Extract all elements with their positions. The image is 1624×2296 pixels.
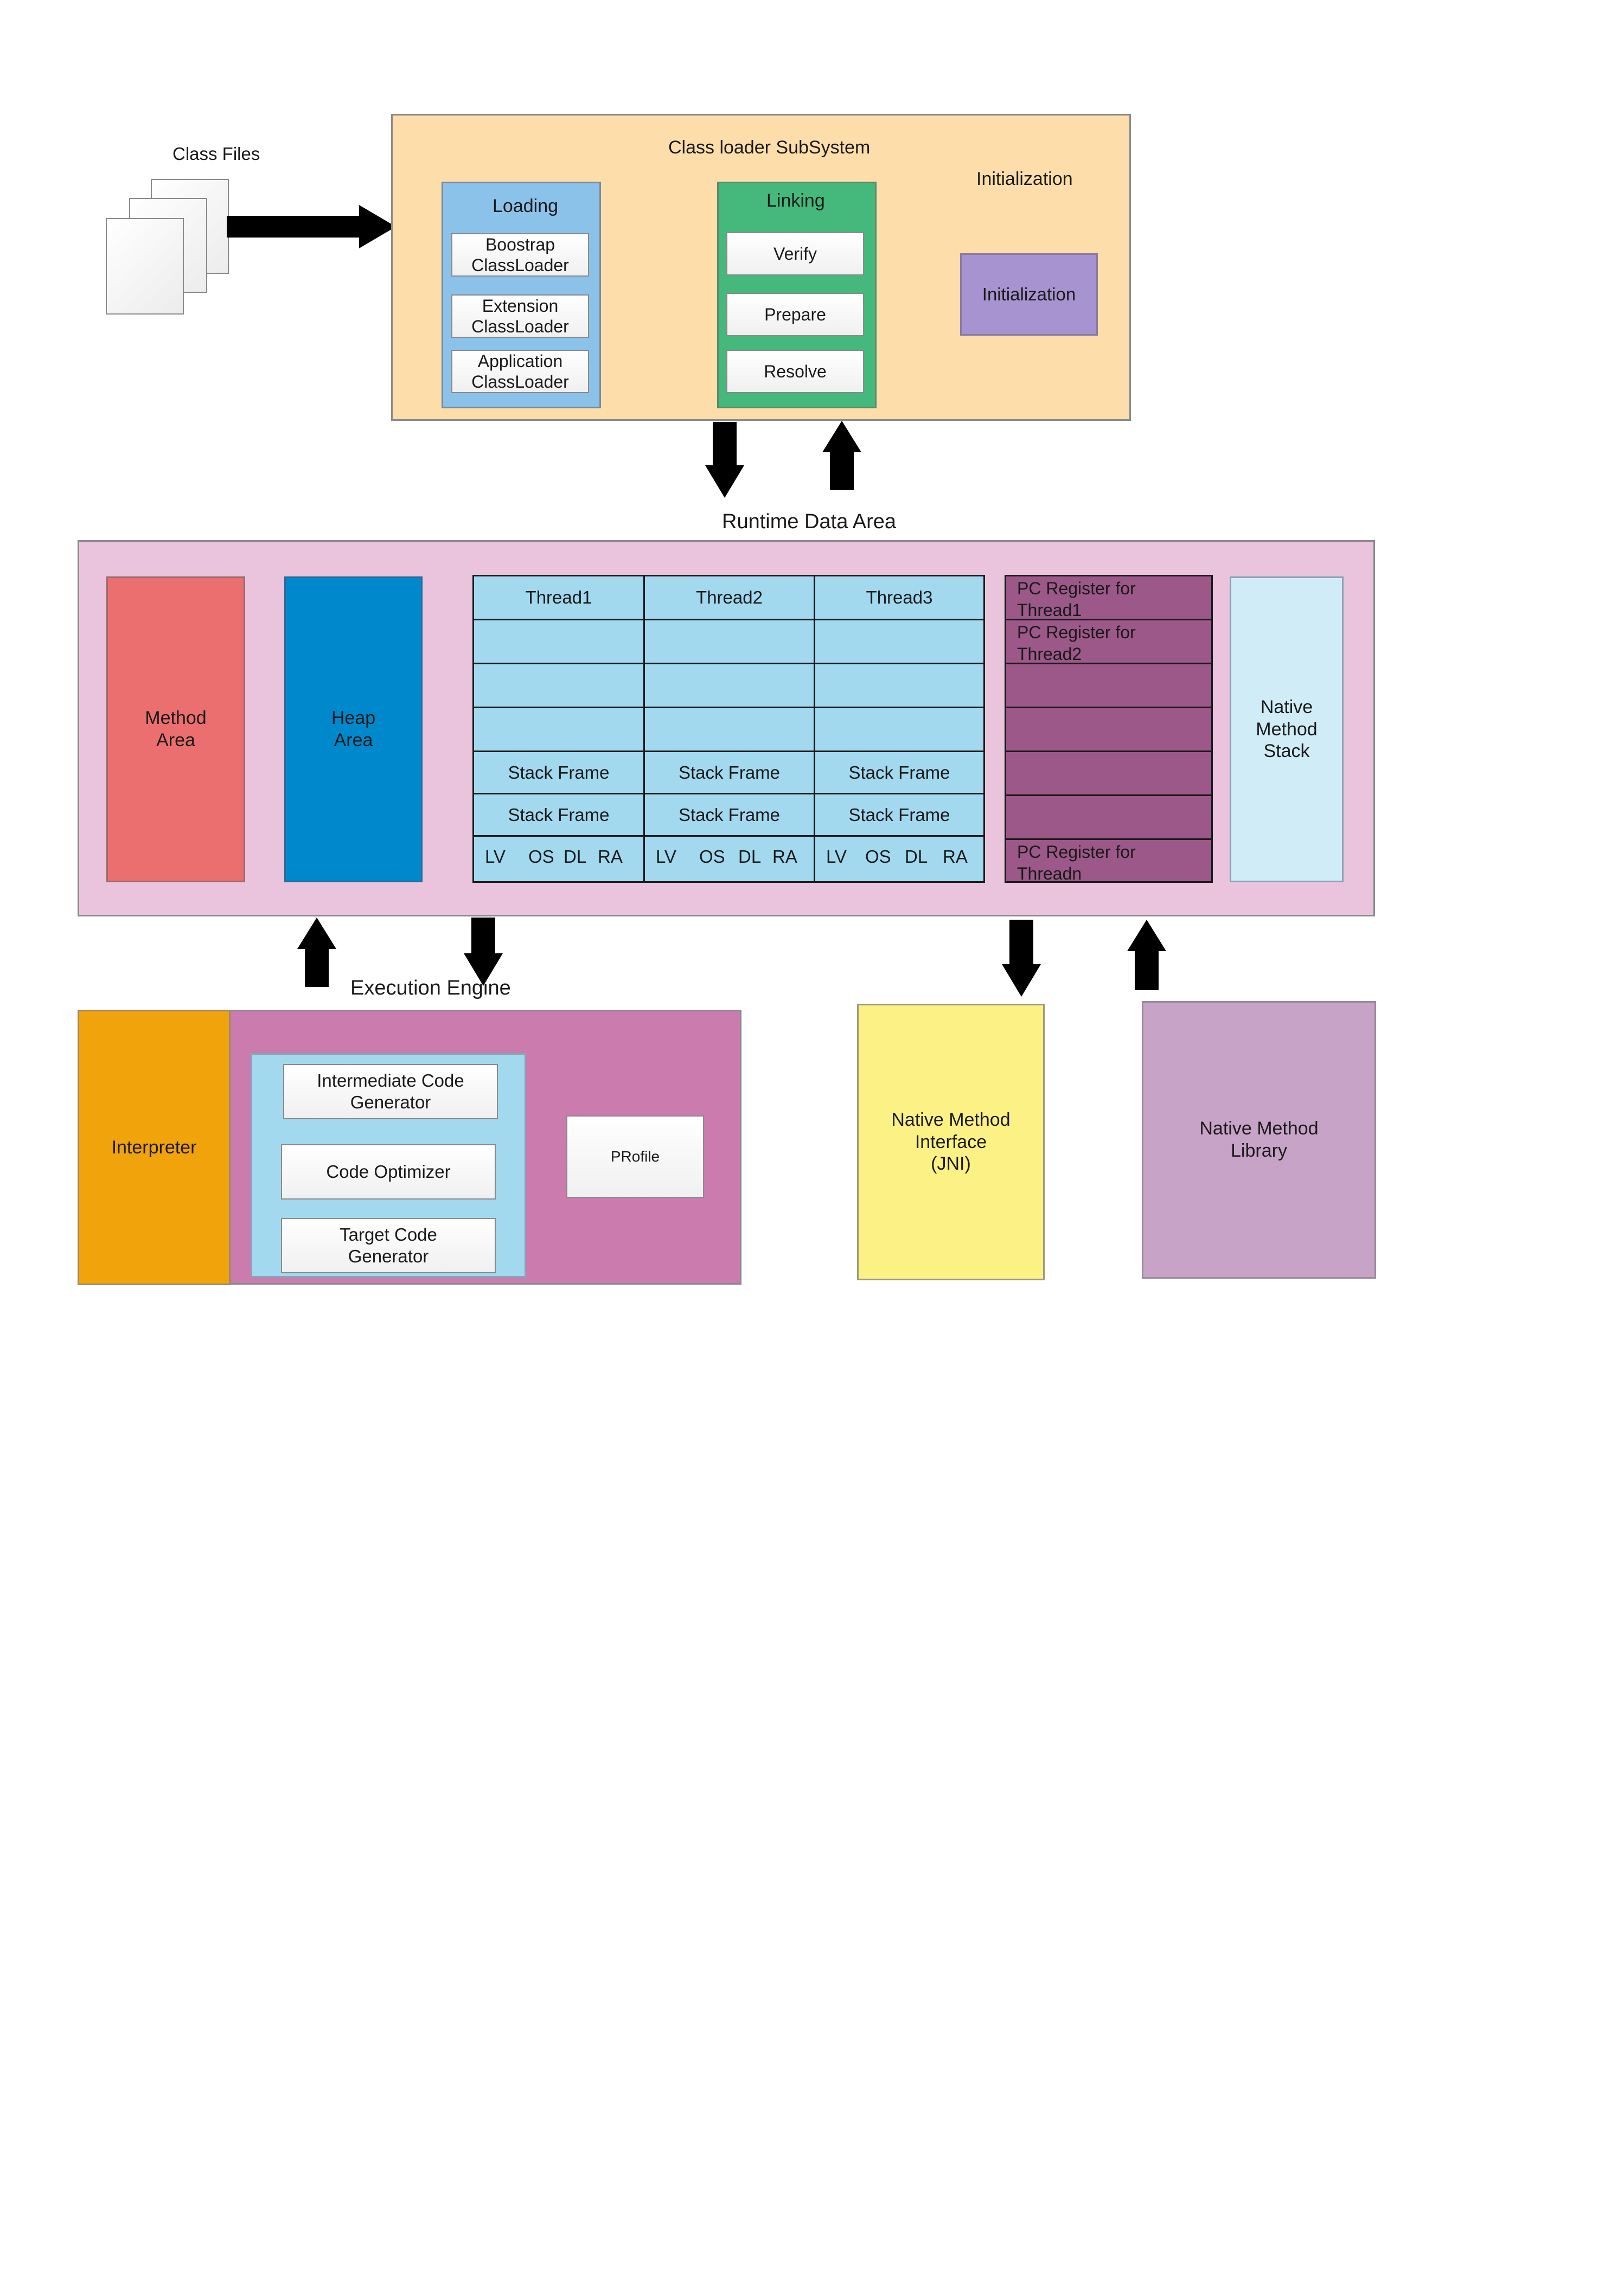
- heap-area: Heap Area: [284, 576, 423, 882]
- initialization-title: Initialization: [976, 169, 1073, 189]
- down-arrow-rda-to-ee: [464, 918, 503, 986]
- frame-fields-row: LV OS DL RA: [814, 835, 985, 883]
- native-method-interface: Native Method Interface (JNI): [857, 1004, 1045, 1280]
- stack-slot: [814, 619, 985, 664]
- class-files-label: Class Files: [172, 144, 260, 164]
- pc-register-thread1: PC Register for Thread1: [1005, 575, 1213, 620]
- up-arrow-native-to-rda: [1127, 920, 1166, 990]
- ra-field: RA: [943, 846, 968, 867]
- os-field: OS: [865, 846, 891, 867]
- up-arrow-rda-to-classloader: [822, 421, 861, 490]
- os-field: OS: [528, 846, 554, 867]
- stack-frame: Stack Frame: [814, 751, 985, 794]
- application-classloader: Application ClassLoader: [451, 350, 589, 393]
- resolve-step: Resolve: [726, 350, 864, 393]
- stack-slot: [472, 707, 645, 752]
- lv-field: LV: [826, 846, 847, 867]
- stack-slot: [472, 663, 645, 708]
- up-arrow-ee-to-rda: [297, 918, 336, 987]
- pc-register-slot: [1005, 707, 1213, 752]
- lv-field: LV: [656, 846, 676, 867]
- intermediate-code-generator: Intermediate Code Generator: [283, 1064, 498, 1119]
- initialization-box: Initialization: [960, 253, 1098, 336]
- pc-register-threadn: PC Register for Threadn: [1005, 838, 1213, 883]
- code-optimizer: Code Optimizer: [281, 1144, 496, 1200]
- extension-classloader: Extension ClassLoader: [451, 294, 589, 338]
- stack-frame: Stack Frame: [472, 751, 645, 794]
- pc-register-slot: [1005, 663, 1213, 708]
- ra-field: RA: [598, 846, 623, 867]
- target-code-generator: Target Code Generator: [281, 1218, 496, 1273]
- native-method-stack: Native Method Stack: [1230, 576, 1344, 882]
- stack-slot: [643, 663, 815, 708]
- stack-slot: [472, 619, 645, 664]
- thread-header: Thread1: [472, 575, 645, 620]
- native-method-library: Native Method Library: [1142, 1001, 1376, 1279]
- stack-frame: Stack Frame: [814, 793, 985, 837]
- ra-field: RA: [772, 846, 797, 867]
- down-arrow-classloader-to-rda: [705, 422, 744, 498]
- prepare-step: Prepare: [726, 293, 864, 336]
- stack-slot: [814, 707, 985, 752]
- dl-field: DL: [738, 846, 762, 867]
- pc-register-slot: [1005, 751, 1213, 796]
- stack-frame: Stack Frame: [643, 751, 815, 794]
- thread-header: Thread2: [643, 575, 815, 620]
- stack-slot: [643, 619, 815, 664]
- verify-step: Verify: [726, 232, 864, 275]
- stack-slot: [814, 663, 985, 708]
- lv-field: LV: [485, 846, 506, 867]
- pc-register-thread2: PC Register for Thread2: [1005, 619, 1213, 664]
- execution-engine-title: Execution Engine: [350, 977, 511, 999]
- profiler: PRofile: [566, 1115, 704, 1198]
- stack-slot: [643, 707, 815, 752]
- frame-fields-row: LV OS DL RA: [472, 835, 645, 883]
- class-files-arrow: [227, 205, 396, 248]
- down-arrow-rda-to-jni: [1002, 920, 1041, 997]
- linking-title: Linking: [766, 190, 825, 211]
- dl-field: DL: [905, 846, 928, 867]
- loading-title: Loading: [493, 196, 559, 216]
- method-area: Method Area: [106, 576, 245, 882]
- os-field: OS: [699, 846, 725, 867]
- stack-frame: Stack Frame: [643, 793, 815, 837]
- interpreter: Interpreter: [78, 1010, 231, 1285]
- pc-register-slot: [1005, 794, 1213, 840]
- stack-frame: Stack Frame: [472, 793, 645, 837]
- frame-fields-row: LV OS DL RA: [643, 835, 815, 883]
- class-loader-title: Class loader SubSystem: [668, 137, 871, 158]
- dl-field: DL: [564, 846, 587, 867]
- thread-header: Thread3: [814, 575, 985, 620]
- runtime-data-area-title: Runtime Data Area: [722, 510, 897, 533]
- bootstrap-classloader: Boostrap ClassLoader: [451, 233, 589, 277]
